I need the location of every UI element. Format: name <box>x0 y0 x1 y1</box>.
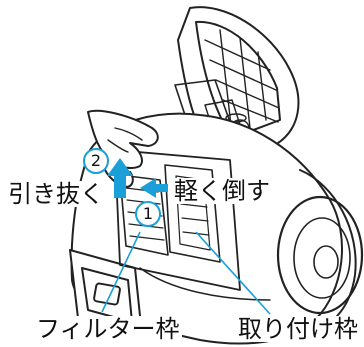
step-1-marker: 1 <box>135 201 161 227</box>
pull-out-label: 引き抜く <box>6 180 106 208</box>
step-2-marker: 2 <box>83 148 109 174</box>
mount-frame-label: 取り付け枠 <box>236 315 360 343</box>
tilt-lightly-label: 軽く倒す <box>172 177 272 205</box>
filter-frame-label: フィルター枠 <box>34 315 182 343</box>
